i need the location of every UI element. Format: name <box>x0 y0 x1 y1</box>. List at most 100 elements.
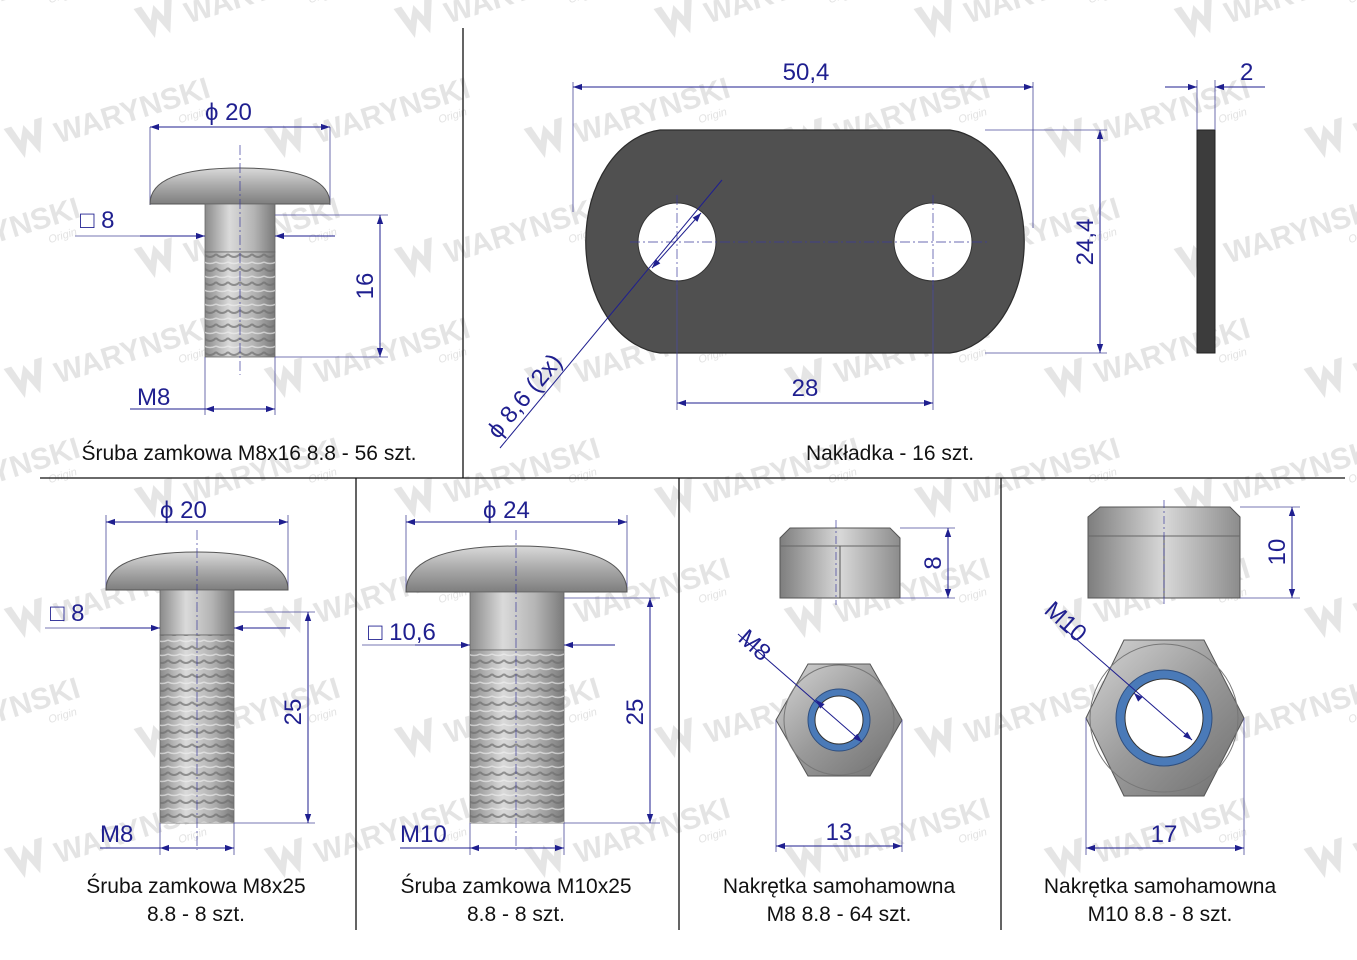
watermark-sub: Origin <box>1347 466 1357 486</box>
dim-square: □ 8 <box>50 600 85 627</box>
dim-square: □ 10,6 <box>368 619 436 646</box>
caption-bolt-m10x25-line1: Śruba zamkowa M10x25 <box>400 874 631 898</box>
plate-drawing: 50,4 2 24,4 28 ϕ 8,6 (2x) Nakładka - 16 … <box>482 59 1265 465</box>
watermark-brand: WARYNSKI <box>1221 432 1357 511</box>
caption-bolt-m8x16: Śruba zamkowa M8x16 8.8 - 56 szt. <box>82 441 417 465</box>
bolt-m8x16-drawing: ϕ 20 □ 8 16 M8 Śruba zamkowa M8x16 8.8 -… <box>75 99 417 465</box>
watermark-logo-icon <box>133 0 172 38</box>
watermark-logo-icon <box>913 0 952 38</box>
watermark-logo-icon <box>393 237 432 278</box>
dim-thread: M8 <box>137 384 170 411</box>
dim-height: 10 <box>1264 539 1291 566</box>
dim-head-diameter: ϕ 20 <box>205 99 252 126</box>
watermark-brand: WARYNSKI <box>181 0 344 30</box>
dim-width: 13 <box>826 819 853 846</box>
watermark-logo-icon <box>1173 237 1212 278</box>
dim-length: 16 <box>352 273 379 300</box>
plate-side-view <box>1196 129 1216 354</box>
dim-thread: M10 <box>400 821 447 848</box>
dim-width: 17 <box>1151 821 1178 848</box>
watermark-logo-icon <box>133 717 172 758</box>
watermark-logo-icon <box>1303 117 1342 158</box>
bolt-head <box>405 545 628 593</box>
watermark-logo-icon <box>783 837 822 878</box>
dim-plate-length: 50,4 <box>783 59 830 86</box>
bolt-m8x25-drawing: ϕ 20 □ 8 25 M8 Śruba zamkowa M8x25 8.8 -… <box>45 497 315 926</box>
caption-nut-m10-line1: Nakrętka samohamowna <box>1044 875 1277 898</box>
watermark-logo-icon <box>653 717 692 758</box>
watermark-brand: WARYNSKI <box>1351 72 1357 151</box>
watermark-sub: Origin <box>1347 706 1357 726</box>
watermark-logo-icon <box>393 0 432 38</box>
watermark-logo-icon <box>3 357 42 398</box>
watermark-brand: WARYNSKI <box>961 0 1124 30</box>
watermark-logo-icon <box>653 477 692 518</box>
watermark-logo-icon <box>523 117 562 158</box>
dim-length: 25 <box>280 699 307 726</box>
watermark-logo-icon <box>1043 357 1082 398</box>
watermark-logo-icon <box>1043 117 1082 158</box>
watermark-logo-icon <box>263 837 302 878</box>
watermark-logo-icon <box>263 357 302 398</box>
dim-length: 25 <box>622 699 649 726</box>
watermark-logo-icon <box>133 477 172 518</box>
watermark-logo-icon <box>783 597 822 638</box>
nut-m10-drawing: 10 M10 17 Nakrętka samohamowna M10 8.8 -… <box>1039 500 1300 926</box>
watermark-logo-icon <box>263 117 302 158</box>
watermark-brand: WARYNSKI <box>1351 312 1357 391</box>
watermark-logo-icon <box>263 597 302 638</box>
caption-plate: Nakładka - 16 szt. <box>806 442 974 465</box>
watermark-brand: WARYNSKI <box>1351 552 1357 631</box>
dim-plate-thickness: 2 <box>1240 59 1253 86</box>
watermark-logo-icon <box>1043 597 1082 638</box>
watermark-logo-icon <box>3 117 42 158</box>
dim-hole-spacing: 28 <box>792 375 819 402</box>
watermark-brand: WARYNSKI <box>1221 192 1357 271</box>
watermark-logo-icon <box>783 357 822 398</box>
watermark-brand: WARYNSKI <box>1221 672 1357 751</box>
dim-thread: M8 <box>100 821 133 848</box>
watermark-sub: Origin <box>827 0 859 6</box>
watermark-logo-icon <box>1173 0 1212 38</box>
watermark-brand: WARYNSKI <box>0 0 84 30</box>
dim-height: 8 <box>920 556 947 569</box>
dim-head-diameter: ϕ 24 <box>483 497 530 524</box>
dim-plate-width: 24,4 <box>1072 219 1099 266</box>
plate-body <box>585 129 1025 354</box>
watermark-brand: WARYNSKI <box>701 0 864 30</box>
watermark-logo-icon <box>523 837 562 878</box>
watermark-logo-icon <box>393 717 432 758</box>
caption-bolt-m8x25-line2: 8.8 - 8 szt. <box>147 903 245 926</box>
watermark-logo-icon <box>1303 357 1342 398</box>
dim-square: □ 8 <box>80 207 115 234</box>
dim-head-diameter: ϕ 20 <box>160 497 207 524</box>
watermark-logo-icon <box>3 597 42 638</box>
watermark-logo-icon <box>3 837 42 878</box>
watermark-logo-icon <box>1303 837 1342 878</box>
watermark-logo-icon <box>1303 597 1342 638</box>
watermark-logo-icon <box>913 717 952 758</box>
caption-nut-m10-line2: M10 8.8 - 8 szt. <box>1088 903 1233 926</box>
bolt-square-neck <box>469 591 565 651</box>
bolt-m10x25-drawing: ϕ 24 □ 10,6 25 M10 Śruba zamkowa M10x25 … <box>362 497 660 926</box>
watermark-brand: WARYNSKI <box>441 0 604 30</box>
watermark-logo-icon <box>523 357 562 398</box>
watermark-sub: Origin <box>1347 226 1357 246</box>
